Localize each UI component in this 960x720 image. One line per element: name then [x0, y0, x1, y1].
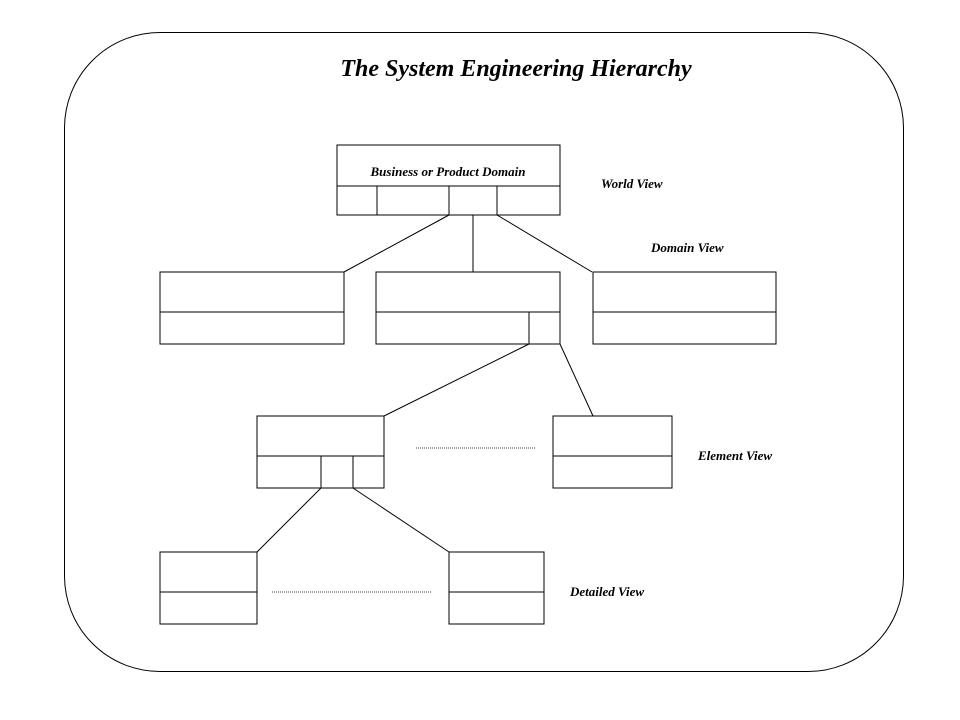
top-box-label: Business or Product Domain: [370, 164, 526, 179]
connector: [352, 487, 450, 553]
element-box-right: [552, 415, 673, 489]
connector: [256, 487, 322, 553]
element-view-label: Element View: [697, 448, 772, 463]
domain-view-label: Domain View: [650, 240, 724, 255]
detail-box-right: [448, 551, 545, 625]
diagram-title: The System Engineering Hierarchy: [340, 56, 692, 82]
top-box: Business or Product Domain: [336, 144, 561, 216]
element-box-left: [256, 415, 385, 489]
domain-box-middle: [375, 271, 561, 345]
connector: [343, 214, 450, 273]
detail-box-left: [159, 551, 258, 625]
domain-box-left: [159, 271, 345, 345]
domain-box-right: [592, 271, 777, 345]
connector: [383, 343, 530, 417]
connector: [496, 214, 593, 273]
world-view-label: World View: [601, 176, 663, 191]
detailed-view-label: Detailed View: [569, 584, 644, 599]
connector: [559, 343, 594, 417]
rounded-frame: [64, 32, 904, 672]
